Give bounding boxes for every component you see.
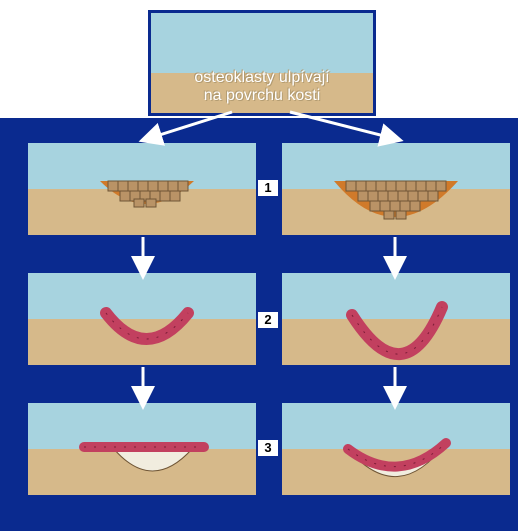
panel-row1-left [28, 143, 256, 235]
osteoblast-lining-deep [282, 273, 510, 365]
fluid-layer [151, 13, 373, 73]
caption-line-1: osteoklasty ulpívají [151, 69, 373, 87]
deep-resorption-pit [282, 143, 510, 235]
new-bone-deposit [114, 449, 192, 471]
panel-row3-right [282, 403, 510, 495]
osteoblast-cell-row [352, 307, 442, 354]
osteoblast-lining-shallow [28, 273, 256, 365]
shallow-resorption-pit [28, 143, 256, 235]
panel-row2-right [282, 273, 510, 365]
caption-line-2: na povrchu kosti [151, 87, 373, 105]
step-label-3: 3 [258, 440, 278, 456]
step-label-1: 1 [258, 180, 278, 196]
top-panel: osteoklasty ulpívají na povrchu kosti [148, 10, 376, 116]
osteoblast-cell-row [106, 313, 188, 339]
panel-row2-left [28, 273, 256, 365]
new-bone-filled-shallow [28, 403, 256, 495]
panel-row1-right [282, 143, 510, 235]
osteoblast-cell-row [348, 443, 446, 467]
new-bone-filled-deep [282, 403, 510, 495]
step-label-2: 2 [258, 312, 278, 328]
top-caption: osteoklasty ulpívají na povrchu kosti [151, 69, 373, 105]
panel-row3-left [28, 403, 256, 495]
